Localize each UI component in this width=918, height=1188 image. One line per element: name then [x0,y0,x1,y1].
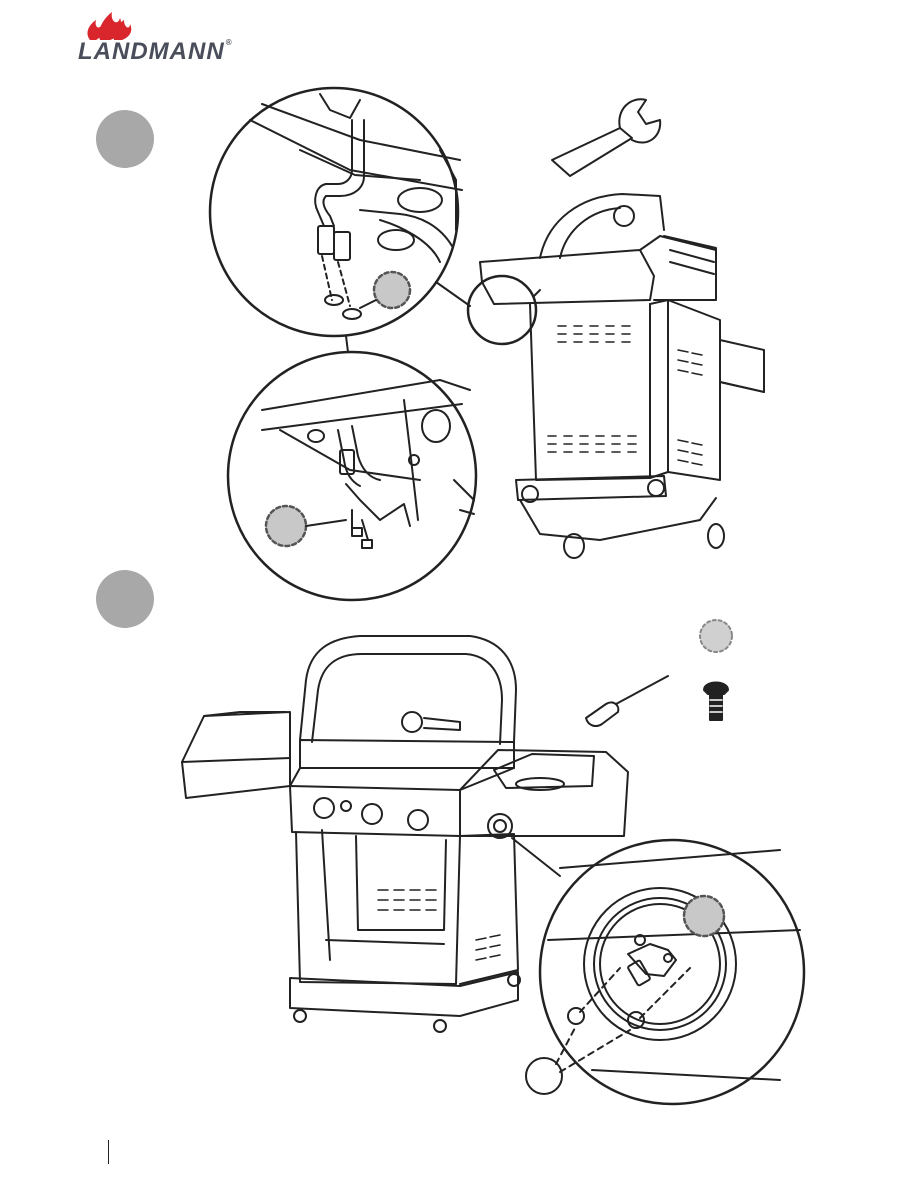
screwdriver-icon [586,676,668,726]
part-indicator-dot [700,620,732,652]
grill-front-view [182,636,628,1032]
grill-rear-view [468,194,764,558]
page-number-rule [108,1140,109,1164]
callout-dot-3 [684,896,724,936]
callout-dot-1 [374,272,410,308]
detail-circle-hose-top [210,88,462,336]
detail-circle-hose-bottom [228,352,476,600]
callout-dot-2 [266,506,306,546]
detail-circle-knob [540,840,804,1104]
wrench-icon [552,99,660,176]
screw-icon [704,683,728,721]
